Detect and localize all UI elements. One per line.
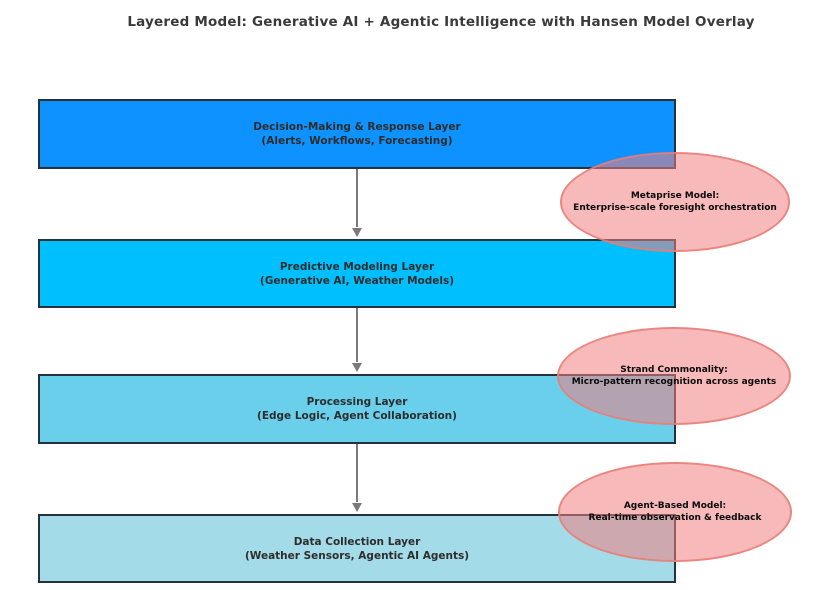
layer-title: Data Collection Layer	[293, 535, 421, 548]
arrow-line	[356, 444, 358, 502]
overlay-strand-commonality: Strand Commonality: Micro-pattern recogn…	[557, 327, 791, 425]
arrow-line	[356, 169, 358, 227]
overlay-metaprise-model: Metaprise Model: Enterprise-scale foresi…	[560, 152, 790, 252]
layer-subtitle: (Weather Sensors, Agentic AI Agents)	[244, 549, 470, 562]
layer-subtitle: (Generative AI, Weather Models)	[259, 274, 455, 287]
overlay-subtitle: Micro-pattern recognition across agents	[571, 377, 777, 387]
layer-decision-making: Decision-Making & Response Layer (Alerts…	[38, 99, 676, 169]
overlay-title: Metaprise Model:	[630, 191, 720, 201]
layer-title: Processing Layer	[306, 396, 408, 408]
arrow-head-icon	[352, 228, 362, 237]
arrow-line	[356, 308, 358, 362]
layer-subtitle: (Edge Logic, Agent Collaboration)	[257, 410, 457, 422]
arrow-head-icon	[352, 503, 362, 512]
layer-title: Predictive Modeling Layer	[279, 260, 435, 273]
overlay-title: Agent-Based Model:	[623, 501, 727, 511]
overlay-subtitle: Real-time observation & feedback	[588, 513, 762, 523]
down-arrow-icon	[350, 444, 364, 512]
overlay-title: Strand Commonality:	[620, 365, 728, 375]
layer-title: Decision-Making & Response Layer	[253, 121, 461, 133]
layer-subtitle: (Alerts, Workflows, Forecasting)	[261, 135, 453, 147]
layer-predictive-modeling: Predictive Modeling Layer (Generative AI…	[38, 239, 676, 308]
diagram-title: Layered Model: Generative AI + Agentic I…	[127, 14, 755, 30]
down-arrow-icon	[350, 308, 364, 372]
arrow-head-icon	[352, 363, 362, 372]
overlay-agent-based-model: Agent-Based Model: Real-time observation…	[558, 462, 792, 562]
overlay-subtitle: Enterprise-scale foresight orchestration	[573, 203, 777, 213]
down-arrow-icon	[350, 169, 364, 237]
